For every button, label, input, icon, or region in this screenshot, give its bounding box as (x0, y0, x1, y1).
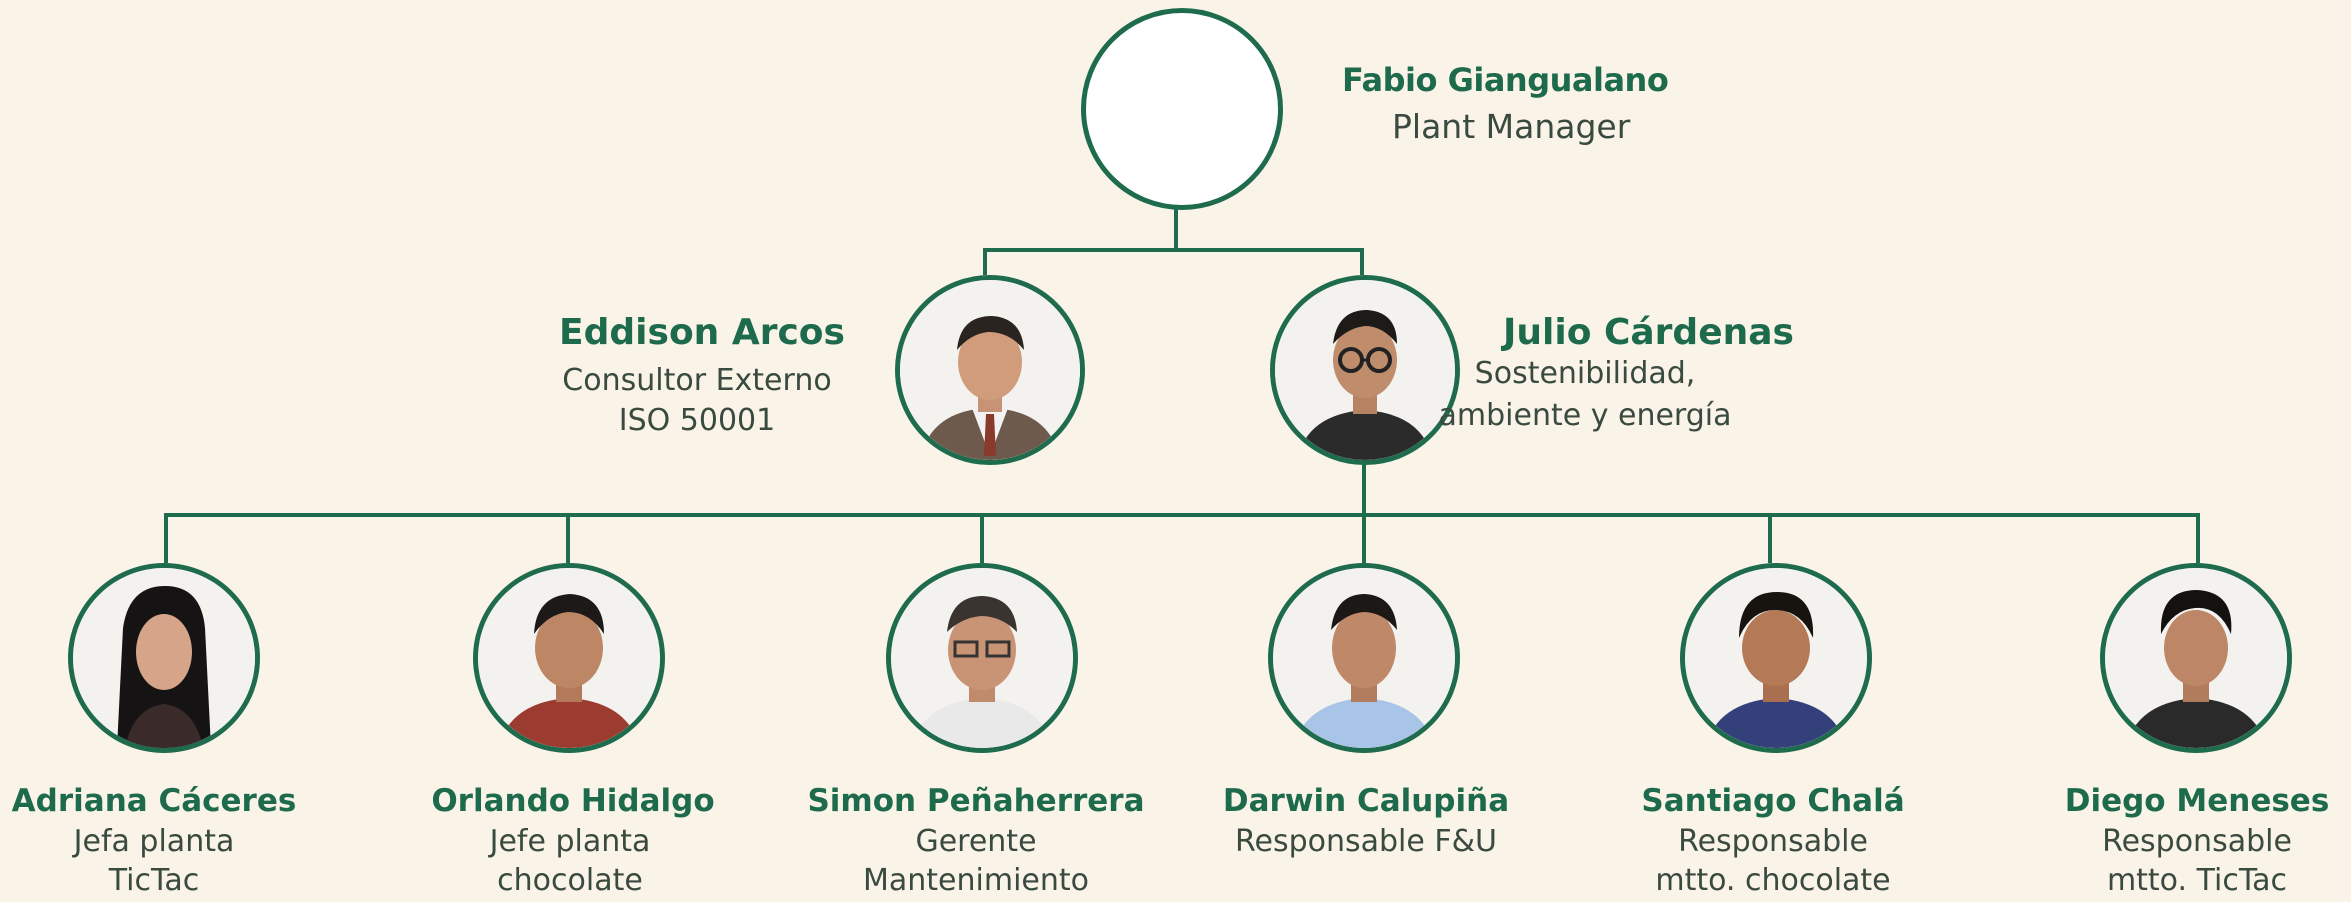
middle-name-1: Eddison Arcos (559, 312, 845, 353)
avatar-top-empty (1081, 8, 1283, 210)
person-photo-icon (73, 568, 255, 748)
top-role: Plant Manager (1392, 107, 1631, 146)
staff-role-5-line2: mtto. chocolate (1655, 863, 1891, 898)
person-photo-icon (891, 568, 1073, 748)
person-photo-icon (1275, 280, 1455, 460)
staff-name-1: Adriana Cáceres (11, 783, 297, 819)
top-name: Fabio Giangualano (1342, 61, 1669, 99)
middle-role-2-line2: ambiente y energía (1438, 398, 1732, 433)
person-photo-icon (478, 568, 660, 748)
staff-role-3-line2: Mantenimiento (863, 863, 1089, 898)
avatar-eddison-arcos (895, 275, 1085, 465)
person-photo-icon (1685, 568, 1867, 748)
avatar-diego-meneses (2100, 563, 2292, 753)
avatar-darwin-calupina (1268, 563, 1460, 753)
staff-role-6-line1: Responsable (2102, 824, 2292, 859)
staff-role-1-line2: TicTac (108, 863, 200, 898)
staff-role-4-line1: Responsable F&U (1235, 824, 1497, 859)
staff-name-4: Darwin Calupiña (1222, 783, 1510, 819)
staff-role-2-line1: Jefe planta (489, 824, 651, 859)
staff-name-2: Orlando Hidalgo (431, 783, 715, 819)
staff-role-5-line1: Responsable (1678, 824, 1868, 859)
middle-name-2: Julio Cárdenas (1503, 312, 1794, 353)
avatar-julio-cardenas (1270, 275, 1460, 465)
avatar-adriana-caceres (68, 563, 260, 753)
middle-role-1-line2: ISO 50001 (618, 403, 776, 438)
avatar-simon-penaherrera (886, 563, 1078, 753)
person-photo-icon (1273, 568, 1455, 748)
staff-role-2-line2: chocolate (497, 863, 643, 898)
person-photo-icon (2105, 568, 2287, 748)
staff-name-5: Santiago Chalá (1641, 783, 1905, 819)
avatar-santiago-chala (1680, 563, 1872, 753)
staff-role-6-line2: mtto. TicTac (2106, 863, 2288, 898)
staff-name-3: Simon Peñaherrera (807, 783, 1145, 819)
staff-role-1-line1: Jefa planta (73, 824, 235, 859)
middle-role-1-line1: Consultor Externo (562, 363, 832, 398)
staff-name-6: Diego Meneses (2064, 783, 2330, 819)
staff-role-3-line1: Gerente (915, 824, 1037, 859)
middle-role-2-line1: Sostenibilidad, (1474, 356, 1696, 391)
avatar-orlando-hidalgo (473, 563, 665, 753)
person-photo-icon (900, 280, 1080, 460)
